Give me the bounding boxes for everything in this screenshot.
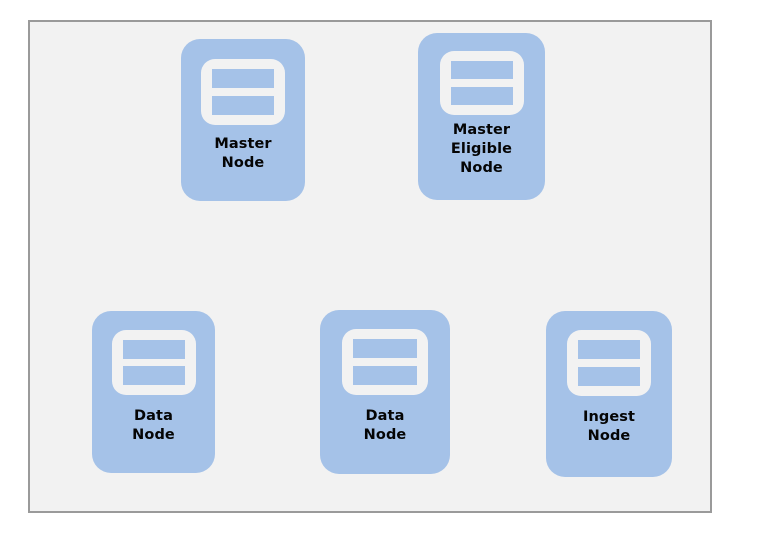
node-ingest-node[interactable]: Ingest Node xyxy=(546,311,672,477)
node-label-line: Node xyxy=(460,160,503,176)
server-node-icon-bar-top xyxy=(578,340,640,359)
server-node-icon xyxy=(567,330,651,396)
node-data-node-1-label: Data Node xyxy=(132,407,175,445)
node-master-eligible-node[interactable]: Master Eligible Node xyxy=(418,33,545,200)
server-node-icon xyxy=(111,330,196,395)
node-data-node-2[interactable]: Data Node xyxy=(320,310,450,474)
node-label-line: Master xyxy=(214,136,272,152)
node-master-eligible-node-label: Master Eligible Node xyxy=(451,121,512,178)
server-node-icon-bar-gap xyxy=(578,359,640,367)
server-node-icon xyxy=(439,51,524,115)
server-node-icon-bar-top xyxy=(122,340,185,359)
server-node-icon-bar-gap xyxy=(450,79,513,87)
server-node-icon-bar-gap xyxy=(212,88,274,96)
server-node-icon-bar-bottom xyxy=(578,367,640,386)
node-label-line: Node xyxy=(587,428,631,444)
node-label-line: Node xyxy=(221,155,265,171)
node-master-node[interactable]: Master Node xyxy=(181,39,305,201)
server-node-icon-bar-gap xyxy=(122,358,185,367)
node-label-line: Eligible xyxy=(450,141,513,157)
server-node-icon-bar-bottom xyxy=(212,96,274,115)
node-label-line: Node xyxy=(363,427,407,443)
node-data-node-2-label: Data Node xyxy=(364,407,407,445)
server-node-icon-bar-bottom xyxy=(450,86,513,105)
node-data-node-1[interactable]: Data Node xyxy=(92,311,215,473)
server-node-icon xyxy=(342,329,428,395)
node-ingest-node-label: Ingest Node xyxy=(583,408,635,446)
server-node-icon-bar-bottom xyxy=(122,366,185,386)
node-label-line: Node xyxy=(132,427,175,443)
server-node-icon-bar-top xyxy=(450,61,513,80)
server-node-icon xyxy=(201,59,285,125)
node-label-line: Data xyxy=(365,408,405,424)
server-node-icon-bar-gap xyxy=(353,358,417,366)
server-node-icon-bar-top xyxy=(212,69,274,88)
server-node-icon-bar-top xyxy=(353,339,417,358)
node-label-line: Ingest xyxy=(582,409,636,425)
node-master-node-label: Master Node xyxy=(214,135,271,173)
node-label-line: Master xyxy=(452,122,511,138)
node-label-line: Data xyxy=(134,408,173,424)
server-node-icon-bar-bottom xyxy=(353,366,417,385)
